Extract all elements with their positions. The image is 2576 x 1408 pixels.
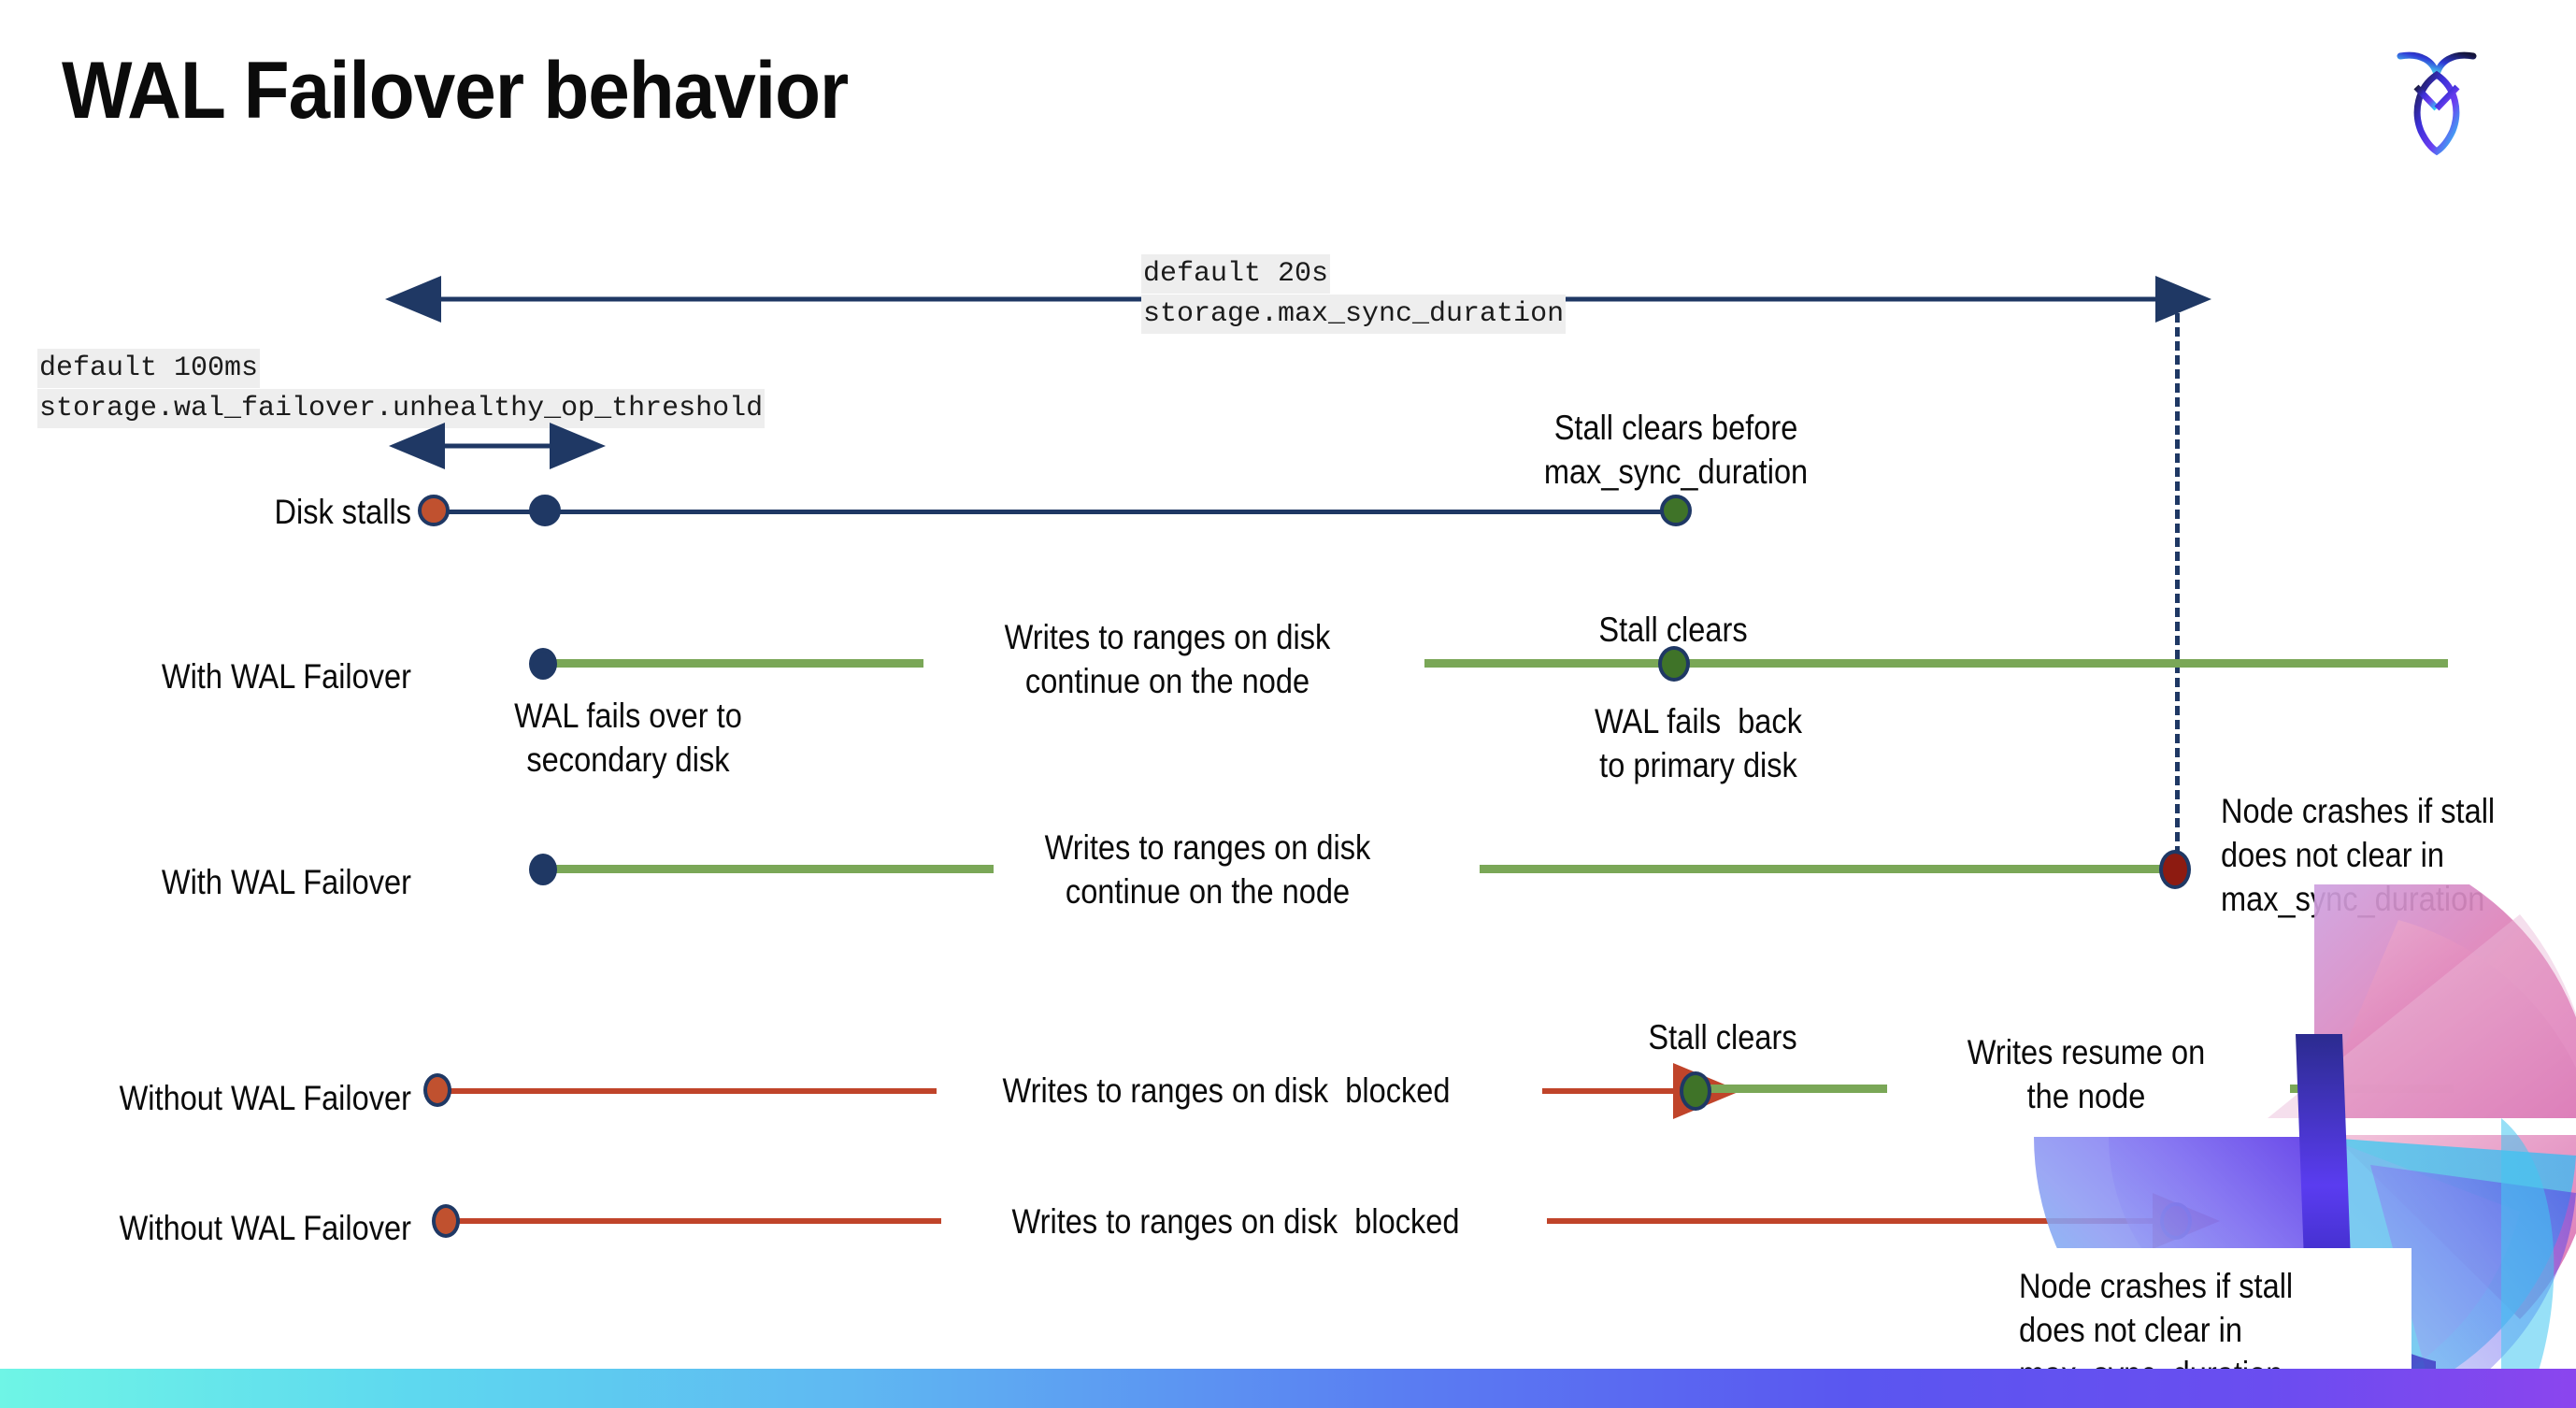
max-sync-duration-guide-line [2175, 299, 2180, 884]
note-stall-clears-1: Stall clears [1598, 611, 1748, 649]
bottom-gradient-bar [0, 1369, 2576, 1408]
row-label-with-wal-failover-crash: With WAL Failover [161, 863, 411, 901]
with-wal-failover-clears-segment-1 [540, 659, 923, 668]
note-stall-clears-before-max-sync: Stall clears before max_sync_duration [1543, 409, 1809, 491]
without-wal-failover-clears-stall-clear-dot [1680, 1071, 1711, 1111]
disk-stall-start-dot [418, 495, 450, 526]
max-sync-duration-setting-label: storage.max_sync_duration [1141, 295, 1567, 334]
row-label-without-wal-failover-clears: Without WAL Failover [119, 1079, 412, 1117]
without-wal-failover-crash-blocked-arrow [1547, 1193, 2220, 1249]
cockroachdb-logo-icon [2385, 34, 2488, 156]
with-wal-failover-clears-start-dot [529, 648, 557, 680]
with-wal-failover-crash-segment-2 [1480, 865, 2184, 873]
note-writes-blocked-1: Writes to ranges on disk blocked [1002, 1071, 1451, 1110]
without-wal-failover-crash-blocked-segment-1 [455, 1218, 941, 1224]
disk-stall-clear-dot [1660, 495, 1692, 526]
without-wal-failover-clears-resume-segment-1 [1704, 1085, 1887, 1093]
note-writes-continue-on-node-2: Writes to ranges on disk continue on the… [1044, 828, 1371, 911]
without-wal-failover-clears-blocked-segment [447, 1088, 937, 1094]
unhealthy-op-threshold-span-arrow [389, 423, 606, 469]
wal-failover-trigger-dot [529, 495, 561, 526]
without-wal-failover-crash-node-crash-dot [2160, 1202, 2192, 1240]
disk-stall-timeline [439, 510, 1678, 514]
with-wal-failover-crash-segment-1 [540, 865, 994, 873]
note-node-crashes-1: Node crashes if stall does not clear in … [2221, 792, 2496, 918]
note-writes-blocked-2: Writes to ranges on disk blocked [1011, 1202, 1460, 1241]
note-writes-resume-on-node: Writes resume on the node [1967, 1033, 2206, 1115]
row-label-with-wal-failover-clears: With WAL Failover [161, 657, 411, 696]
page-title: WAL Failover behavior [62, 46, 849, 136]
row-label-disk-stalls: Disk stalls [274, 493, 411, 531]
with-wal-failover-clears-segment-2 [1424, 659, 2448, 668]
with-wal-failover-clears-stall-clear-dot [1658, 646, 1690, 682]
note-writes-continue-on-node-1: Writes to ranges on disk continue on the… [1004, 618, 1331, 700]
without-wal-failover-clears-start-dot [423, 1073, 451, 1107]
note-stall-clears-2: Stall clears [1648, 1018, 1797, 1056]
without-wal-failover-crash-start-dot [432, 1204, 460, 1238]
note-wal-fails-over-to-secondary-disk: WAL fails over to secondary disk [514, 697, 742, 779]
unhealthy-op-threshold-setting-label: storage.wal_failover.unhealthy_op_thresh… [37, 389, 766, 428]
max-sync-duration-default-label: default 20s [1141, 254, 1331, 294]
with-wal-failover-crash-node-crash-dot [2159, 850, 2191, 889]
without-wal-failover-clears-blocked-arrow [1542, 1063, 1740, 1119]
note-wal-fails-back-to-primary-disk: WAL fails back to primary disk [1595, 702, 1802, 784]
with-wal-failover-crash-start-dot [529, 854, 557, 885]
row-label-without-wal-failover-crash: Without WAL Failover [119, 1209, 412, 1247]
unhealthy-op-threshold-default-label: default 100ms [37, 349, 261, 388]
